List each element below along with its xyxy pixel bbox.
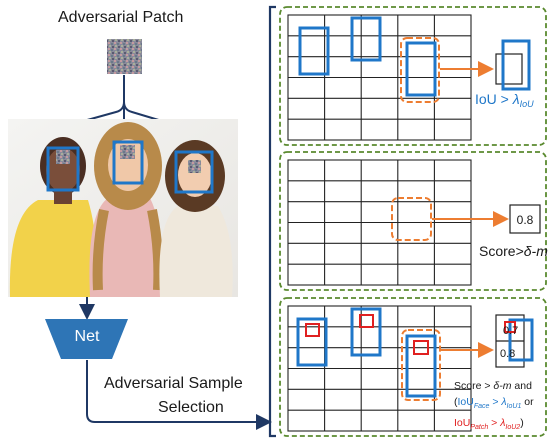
- panel1-iou-condition: IoU > λIoU: [475, 91, 534, 109]
- adversarial-patch: [107, 39, 142, 74]
- face-box-3: [174, 150, 214, 194]
- net-label: Net: [74, 328, 100, 345]
- face-box-2: [112, 140, 144, 185]
- panel3-condition: Score > δ-m and (IoUFace > λIoU1 or IoUP…: [454, 378, 534, 436]
- net-block: [45, 319, 128, 359]
- panel2-score-value: 0.8: [517, 213, 534, 227]
- panel3-score-top: 0.7: [503, 325, 518, 337]
- patch-title: Adversarial Patch: [58, 9, 184, 26]
- panel-1: [279, 6, 547, 146]
- panel2-score-condition: Score>δ-m: [479, 243, 548, 259]
- net-to-selection-arrow: [86, 360, 272, 430]
- panel3-condition-line3: IoUPatch > λIoU2): [454, 417, 524, 432]
- selection-brace: [268, 5, 276, 438]
- panel3-score-bottom: 0.8: [500, 348, 515, 360]
- selection-label-line1: Adversarial Sample: [104, 375, 243, 392]
- selection-label-line2: Selection: [158, 399, 224, 416]
- panel-2: [279, 151, 547, 291]
- face-box-1: [46, 146, 80, 192]
- photo-three-people: [8, 119, 238, 297]
- panel-3: [279, 297, 547, 437]
- panel3-condition-line1: Score > δ-m and: [454, 380, 532, 392]
- panel3-condition-line2: (IoUFace > λIoU1 or: [454, 396, 534, 411]
